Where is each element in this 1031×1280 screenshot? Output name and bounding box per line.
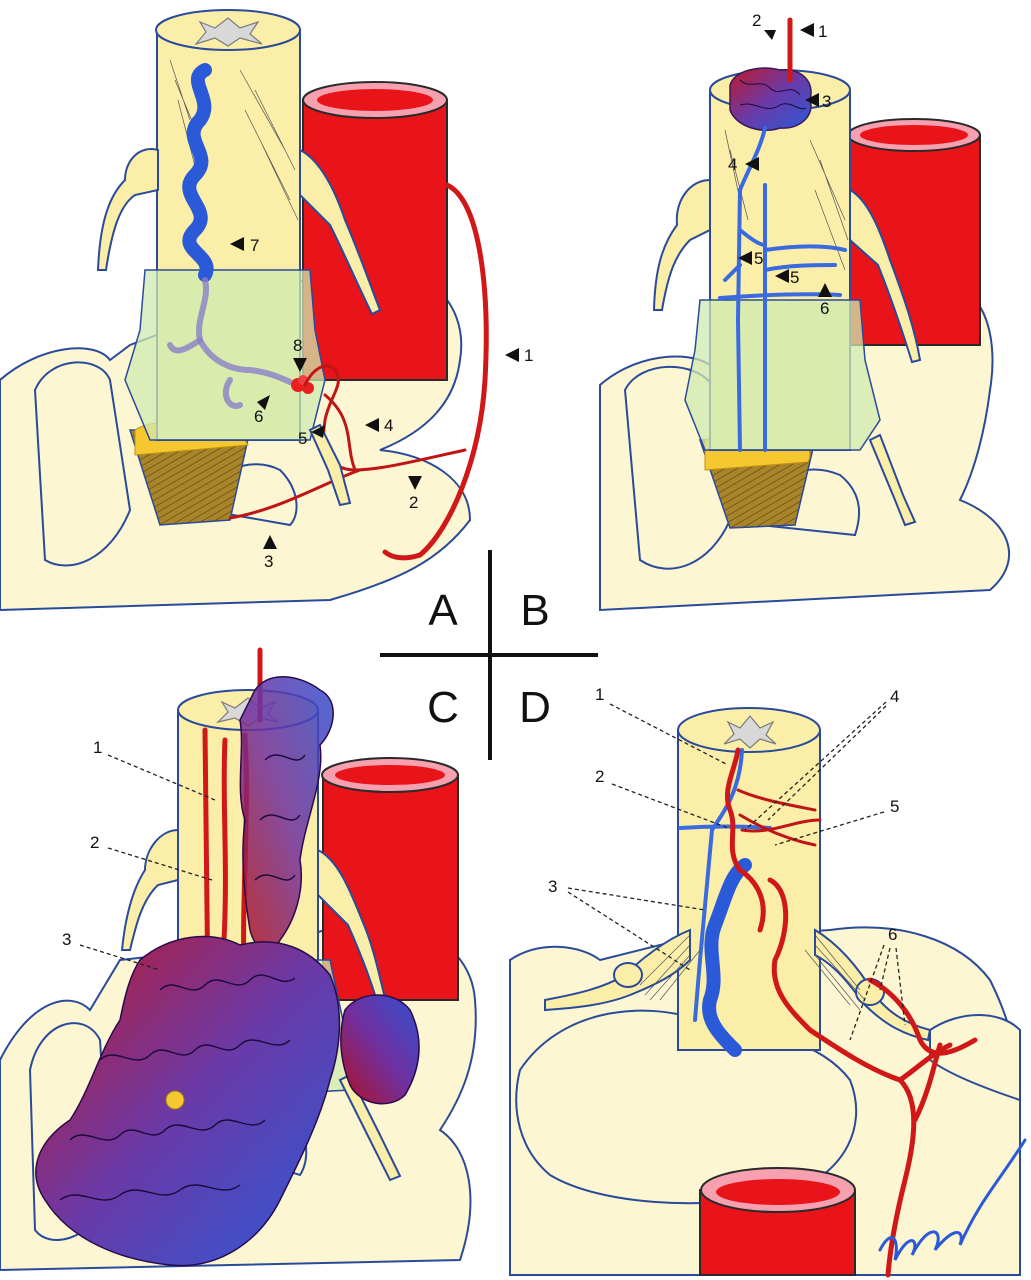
label-d-1: 1 <box>595 685 604 704</box>
label-a-2: 2 <box>409 493 418 512</box>
label-c-1: 1 <box>93 738 102 757</box>
label-b-4: 4 <box>728 155 737 174</box>
faded-vein-a <box>196 277 293 385</box>
lamina-a <box>33 361 132 567</box>
dural-sleeve-b <box>684 299 881 451</box>
panel-a <box>0 9 489 612</box>
panel-letter-d: D <box>519 683 551 732</box>
panel-letter-c: C <box>427 683 459 732</box>
nerve-root-a-right <box>299 148 382 316</box>
label-a-6: 6 <box>254 407 263 426</box>
panel-c <box>0 647 477 1272</box>
avm-lateral-mass-c <box>340 994 420 1105</box>
label-c-2: 2 <box>90 833 99 852</box>
panel-d <box>509 707 1027 1278</box>
avm-nidus-b <box>729 67 812 131</box>
label-a-4: 4 <box>384 416 393 435</box>
label-b-1: 1 <box>818 22 827 41</box>
panel-b <box>599 17 1010 612</box>
dural-sleeve-a <box>124 269 326 441</box>
label-b-3: 3 <box>822 92 831 111</box>
avm-extradural-mass-c <box>35 935 341 1267</box>
avm-intradural-mass-c <box>239 676 334 952</box>
panel-letter-a: A <box>428 586 458 635</box>
label-a-5: 5 <box>298 429 307 448</box>
labels-panel-a: 1 2 3 4 5 6 7 8 <box>230 236 533 571</box>
labels-panel-d: 1 2 3 4 5 6 <box>548 685 906 1041</box>
perimedullary-vein-a <box>182 63 214 282</box>
label-d-3: 3 <box>548 877 557 896</box>
aorta-a <box>302 99 448 381</box>
nerve-root-d-right <box>814 928 932 1042</box>
labels-panel-b: 2 1 3 4 5 5 6 <box>728 11 832 318</box>
label-a-1: 1 <box>524 346 533 365</box>
nerve-root-a-left <box>96 148 159 271</box>
vertebral-body-d <box>515 1009 858 1205</box>
artist-signature <box>878 1138 1027 1261</box>
panel-letter-b: B <box>520 586 549 635</box>
label-d-5: 5 <box>890 797 899 816</box>
label-a-8: 8 <box>293 336 302 355</box>
radicular-artery-d <box>767 877 917 1278</box>
labels-panel-c: 1 2 3 <box>62 738 216 971</box>
anterior-spinal-artery-d <box>724 747 766 933</box>
label-c-3: 3 <box>62 930 71 949</box>
draining-vein-d <box>702 858 752 1057</box>
segmental-artery-a <box>382 182 489 561</box>
label-d-6: 6 <box>888 925 897 944</box>
label-b-5b: 5 <box>790 268 799 287</box>
label-b-5a: 5 <box>754 249 763 268</box>
spinal-cord-d <box>677 729 821 1051</box>
label-a-7: 7 <box>250 236 259 255</box>
label-a-3: 3 <box>264 552 273 571</box>
label-d-4: 4 <box>890 687 899 706</box>
label-d-2: 2 <box>595 767 604 786</box>
panel-key: A B C D <box>380 550 598 760</box>
label-b-2: 2 <box>752 11 761 30</box>
label-b-6: 6 <box>820 299 829 318</box>
grey-matter-a <box>194 17 263 47</box>
